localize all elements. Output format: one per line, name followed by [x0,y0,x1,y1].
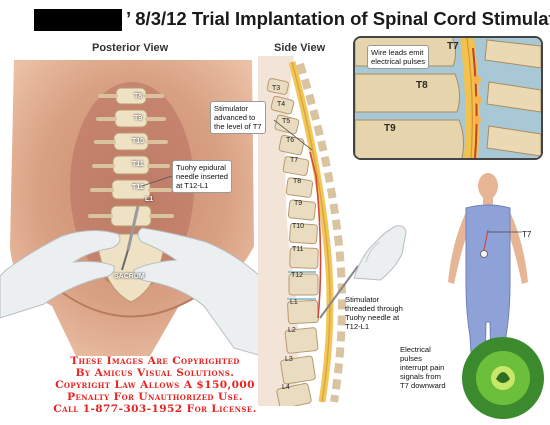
posterior-back-illustration [0,60,262,356]
copyright-notice: These Images Are Copyrighted By Amicus V… [53,355,257,415]
side-label-l1: L1 [290,299,298,306]
side-label-l4: L4 [282,384,290,391]
inset-label-t9: T9 [384,123,396,134]
tuohy-needle-callout: Tuohy epidural needle inserted at T12-L1 [172,160,232,193]
posterior-label-t8: T8 [134,93,143,100]
sacrum-label: SACRUM [114,273,145,280]
side-label-t8: T8 [293,178,302,185]
side-label-t3: T3 [272,85,281,92]
inset-label-t8: T8 [416,80,428,91]
posterior-view-heading: Posterior View [92,42,169,54]
posterior-label-t9: T9 [134,115,143,122]
wire-leads-callout: Wire leads emit electrical pulses [367,45,430,69]
redacted-name-block [34,9,122,31]
side-label-t12: T12 [291,272,304,279]
side-label-l2: L2 [288,327,296,334]
side-view-heading: Side View [274,42,326,54]
side-label-t9: T9 [294,200,303,207]
tuohy-callout-line [141,175,173,187]
side-label-t5: T5 [282,118,291,125]
stimulator-callout-line [273,119,313,151]
side-label-l3: L3 [285,356,293,363]
side-label-t7: T7 [290,157,299,164]
posterior-label-l1: L1 [145,196,154,203]
side-label-t10: T10 [292,223,305,230]
title-bar: ’ 8/3/12 Trial Implantation of Spinal Co… [0,6,550,36]
electrical-pulses-caption: Electrical pulses interrupt pain signals… [400,345,446,390]
inset-label-t7: T7 [447,41,459,52]
posterior-label-t11: T11 [132,161,144,168]
side-label-t11: T11 [292,246,304,253]
side-gloved-hand [353,225,407,281]
posterior-label-t10: T10 [132,138,145,145]
side-label-t4: T4 [277,101,286,108]
watermark-seal [462,337,544,419]
posterior-label-t12: T12 [132,184,145,191]
figure-label-t7: T7 [522,230,532,239]
stimulator-threaded-callout: Stimulator threaded through Tuohy needle… [345,295,403,331]
side-spine-illustration [258,56,359,406]
stimulator-advanced-callout: Stimulator advanced to the level of T7 [210,101,266,134]
side-label-t6: T6 [286,137,295,144]
page-title: ’ 8/3/12 Trial Implantation of Spinal Co… [126,8,550,29]
figure-t7-line [488,231,522,233]
